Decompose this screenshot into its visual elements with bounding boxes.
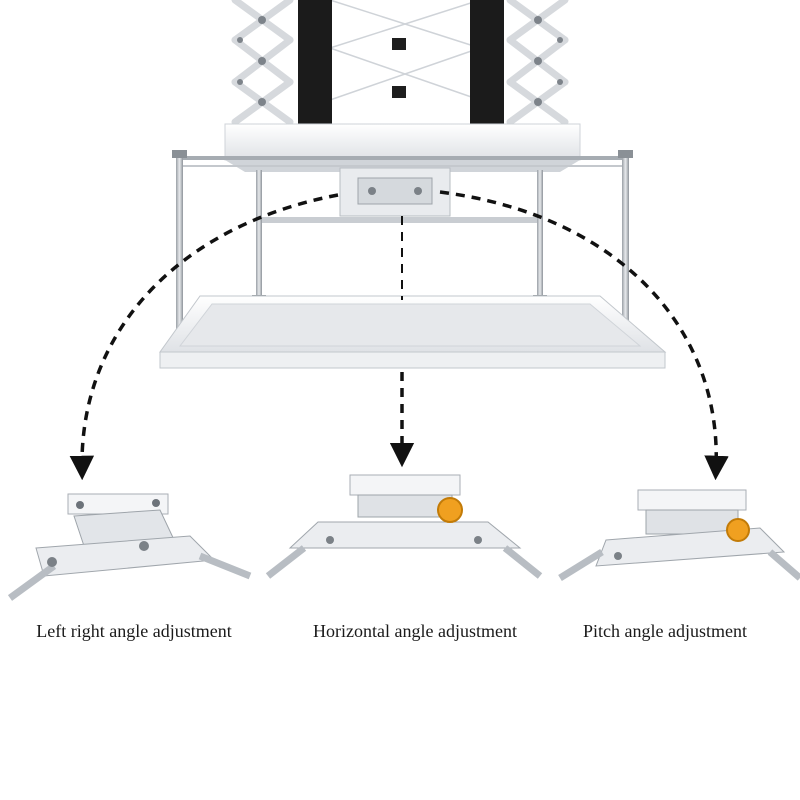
pitch-bracket [558,489,800,581]
lower-tray [159,295,667,369]
horizontal-bracket [265,474,543,579]
caption-left-right-adjustment: Left right angle adjustment [36,621,232,641]
orange-knob-icon [726,518,750,542]
caption-horizontal-adjustment: Horizontal angle adjustment [313,621,517,641]
upper-mount-plate [178,123,628,172]
scissor-lift [231,0,569,128]
left-right-bracket [7,493,252,601]
left-dashed-arrow [69,193,339,481]
orange-knob-icon [437,497,463,523]
center-bracket [262,167,537,223]
dashed-arrows [69,190,729,481]
right-dashed-arrow [439,190,729,481]
caption-pitch-adjustment: Pitch angle adjustment [583,621,747,641]
